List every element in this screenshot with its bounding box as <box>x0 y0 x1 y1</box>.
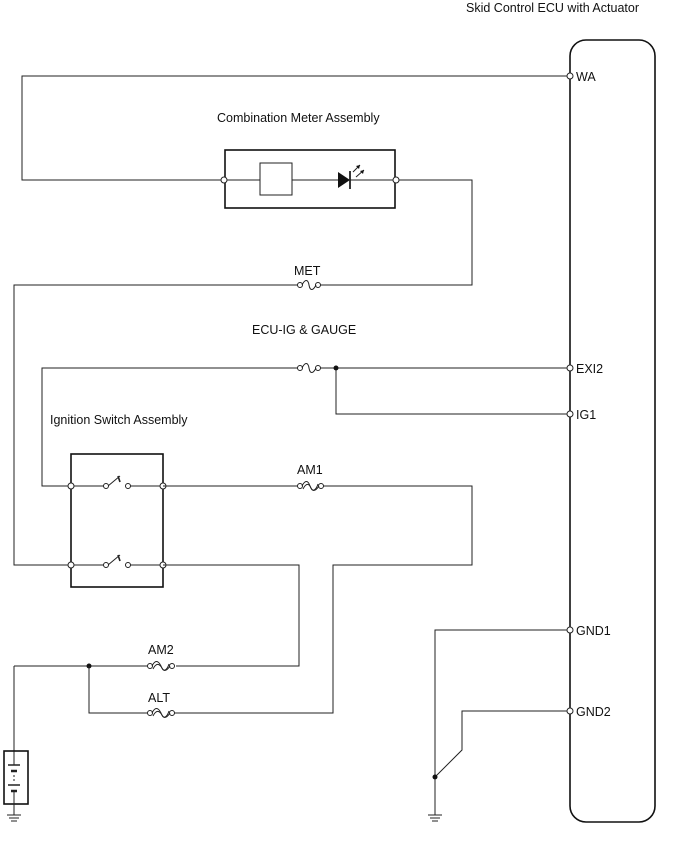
ig-pin-1 <box>67 482 75 490</box>
pin-gnd1-label: GND1 <box>576 624 611 638</box>
pin-exi2 <box>566 364 574 372</box>
fuse-am1: AM1 <box>163 463 473 714</box>
meter-pin-left <box>220 176 228 184</box>
ignition-switch: Ignition Switch Assembly <box>50 413 188 588</box>
combination-meter: Combination Meter Assembly <box>217 111 400 209</box>
ignition-box <box>70 453 164 588</box>
ig-pin-3 <box>67 561 75 569</box>
pin-gnd2 <box>566 707 574 715</box>
fuse-ecu-ig-gauge: ECU-IG & GAUGE <box>41 323 570 487</box>
pin-ig1-label: IG1 <box>576 408 596 422</box>
ecu-title: Skid Control ECU with Actuator <box>466 1 639 15</box>
fuse-am2-label: AM2 <box>148 643 174 657</box>
fuse-met: MET <box>294 264 321 290</box>
fuse-am2-alt: AM2 ALT <box>14 564 300 718</box>
meter-title: Combination Meter Assembly <box>217 111 380 125</box>
ground-icon-ecu <box>428 814 442 822</box>
ecu-pins: WA EXI2 IG1 GND1 GND2 <box>566 70 611 719</box>
fuse-ecu-ig-label: ECU-IG & GAUGE <box>252 323 356 337</box>
meter-box <box>224 149 396 209</box>
ground-icon-battery <box>7 814 21 822</box>
ecu-body <box>569 39 656 823</box>
meter-pin-right <box>392 176 400 184</box>
meter-cpu-block <box>259 162 293 196</box>
light-rays-icon <box>352 164 365 178</box>
ecu-ground-circuit <box>432 629 570 815</box>
pin-gnd2-label: GND2 <box>576 705 611 719</box>
pin-wa-label: WA <box>576 70 596 84</box>
pin-wa <box>566 72 574 80</box>
fuse-alt-label: ALT <box>148 691 170 705</box>
fuse-am1-label: AM1 <box>297 463 323 477</box>
fuse-met-label: MET <box>294 264 321 278</box>
pin-exi2-label: EXI2 <box>576 362 603 376</box>
wa-circuit <box>13 75 570 566</box>
battery-icon <box>3 666 29 815</box>
ignition-title: Ignition Switch Assembly <box>50 413 188 427</box>
pin-ig1 <box>566 410 574 418</box>
pin-gnd1 <box>566 626 574 634</box>
warning-led-icon <box>338 172 350 188</box>
